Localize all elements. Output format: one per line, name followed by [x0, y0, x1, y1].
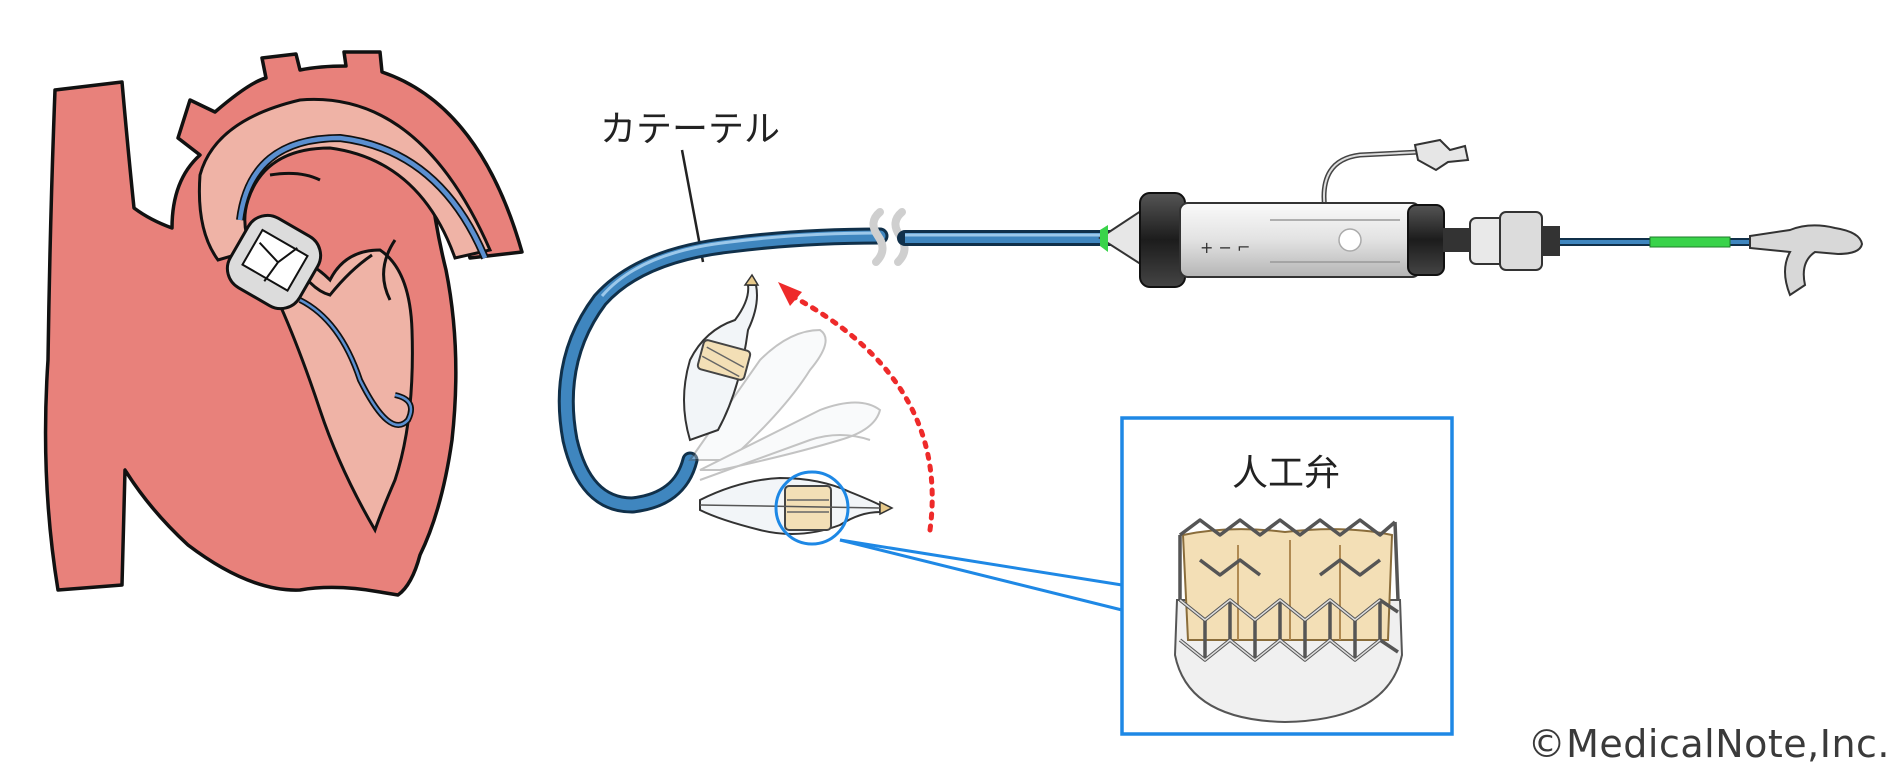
delivery-handle: + − ⌐: [1098, 138, 1864, 297]
artificial-valve-label: 人工弁: [1232, 453, 1341, 494]
copyright-text: ©MedicalNote,Inc.: [1527, 722, 1890, 766]
valve-callout: [839, 416, 1454, 736]
heart-diagram: [43, 50, 524, 597]
end-hub: [1749, 224, 1864, 297]
ventricle-chamber: [253, 248, 414, 534]
heart-valve-icon: [225, 213, 323, 311]
valve-delivery: [683, 273, 935, 546]
break-mark: [869, 208, 887, 266]
artificial-valve-icon: [1173, 518, 1404, 724]
valve-highlight-circle: [774, 470, 850, 546]
catheter: [557, 149, 1118, 514]
svg-text:+ − ⌐: + − ⌐: [1200, 238, 1250, 257]
catheter-label: カテーテル: [600, 109, 781, 150]
rotation-arrow: [787, 292, 935, 533]
stopcock: [1413, 138, 1470, 172]
heart-outer: [43, 50, 524, 597]
